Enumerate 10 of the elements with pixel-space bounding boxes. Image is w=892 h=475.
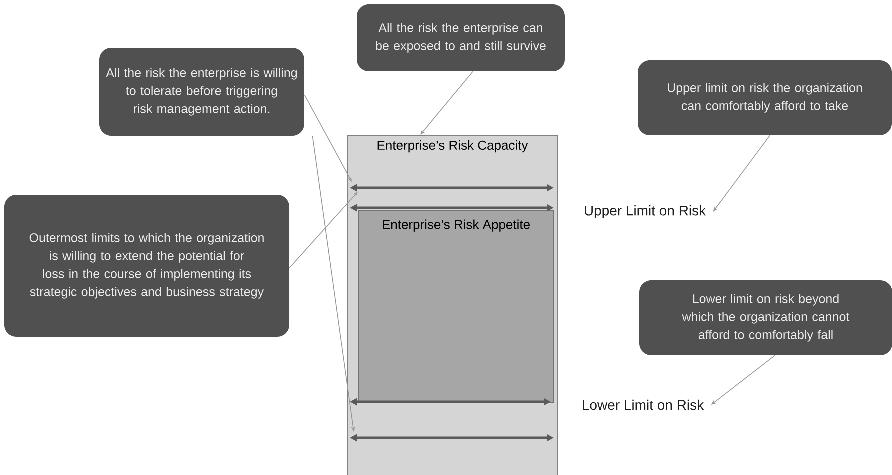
callout-box: Upper limit on risk the organization can comfortably afford to take — [638, 60, 892, 136]
leader-line — [420, 71, 474, 135]
limit-label: Upper Limit on Risk — [585, 205, 706, 219]
callout-box: Lower limit on risk beyond which the organization cannot afford to comfortably fall — [640, 280, 892, 356]
callout-box: Outermost limits to which the organization is willing to extend the potential for loss in the course of implementing its strategic objectives and business strategy — [4, 195, 290, 337]
callout-box: All the risk the enterprise is willing to tolerate before triggering risk management action. — [100, 48, 304, 136]
appetite-box: Enterprise’s Risk Appetite — [358, 210, 554, 404]
leader-line — [289, 192, 358, 268]
limit-label: Lower Limit on Risk — [583, 400, 704, 410]
callout-box: All the risk the enterprise can be exposed to and still survive — [357, 4, 565, 72]
